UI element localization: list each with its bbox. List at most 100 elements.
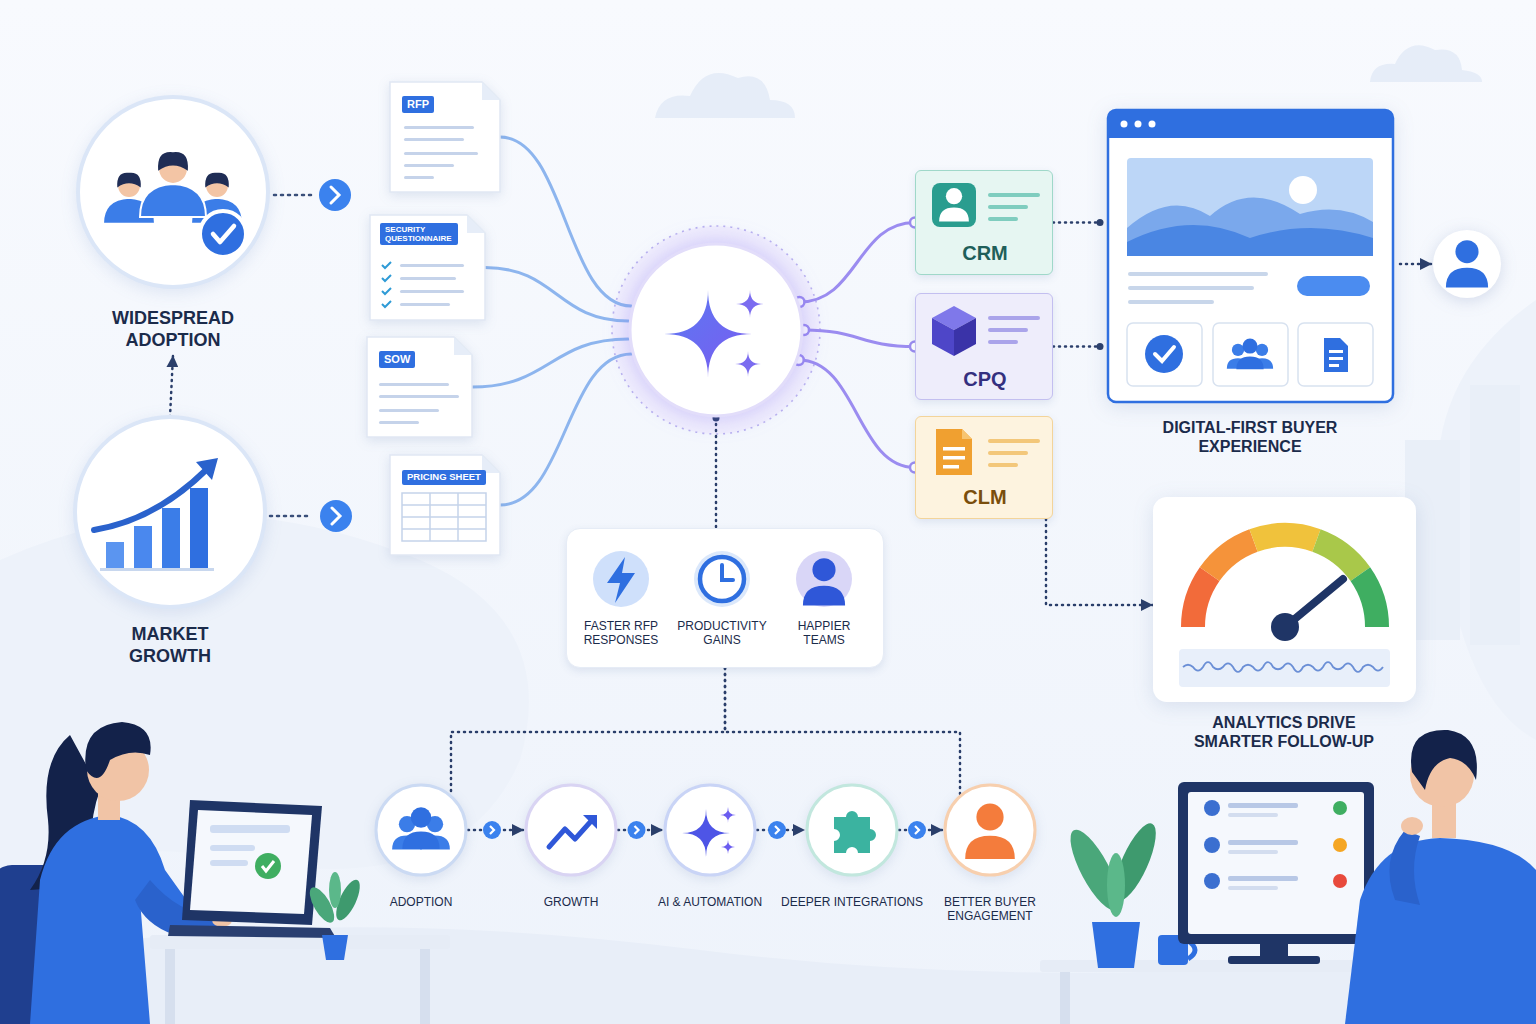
text-slot: MARKET GROWTH — [95, 624, 245, 667]
connector — [715, 418, 718, 528]
rfp-icon — [404, 164, 454, 167]
browser-icon — [1329, 364, 1339, 367]
sow-icon — [379, 421, 419, 424]
growth-icon — [491, 783, 651, 933]
flow-pointer — [332, 508, 340, 524]
woman-at-laptop — [262, 861, 274, 871]
chart-icon — [162, 508, 180, 568]
gauge-icon — [1254, 535, 1317, 541]
connector — [1046, 519, 1153, 605]
man-at-monitor — [1204, 800, 1220, 816]
sec-icon — [382, 288, 391, 294]
browser-icon — [1155, 347, 1174, 361]
sow-icon — [379, 409, 439, 412]
ai-icon — [720, 807, 736, 823]
man-at-monitor — [1228, 956, 1320, 964]
man-at-monitor — [1228, 840, 1298, 845]
adopt-icon — [411, 807, 431, 827]
text-slot: RFP — [402, 94, 482, 113]
cpq-icon — [988, 316, 1040, 320]
gauge-icon — [1183, 662, 1383, 672]
clm-icon — [962, 429, 972, 439]
connector — [170, 355, 173, 417]
document-tag: SECURITY QUESTIONNAIRE — [380, 223, 458, 245]
hub-icon — [664, 290, 752, 378]
man-at-monitor — [1401, 817, 1423, 835]
browser-icon — [1100, 110, 1400, 465]
text-slot: CPQ — [916, 367, 1054, 391]
browser-icon — [1236, 356, 1263, 369]
hub-ring — [612, 226, 820, 434]
user-icon — [1432, 229, 1502, 299]
connector — [799, 360, 915, 468]
woman-at-laptop — [329, 872, 341, 908]
document-card: PRICING SHEET — [390, 455, 500, 555]
node-label: GROWTH — [491, 895, 651, 909]
node-label: CLM — [916, 485, 1054, 509]
price-icon — [402, 516, 486, 518]
system-card: CRM — [915, 170, 1053, 275]
panel-icon — [722, 565, 733, 580]
browser-icon — [1128, 300, 1214, 304]
stage-circle: DEEPER INTEGRATIONS — [772, 783, 932, 933]
sec-icon — [400, 290, 464, 293]
user-icon — [1433, 230, 1501, 298]
text-slot: FASTER RFP RESPONSES — [576, 619, 666, 648]
connector — [485, 268, 628, 322]
node-label: ADOPTION — [341, 895, 501, 909]
rfp-icon — [404, 138, 464, 141]
panel-icon — [700, 557, 744, 601]
woman-at-laptop — [210, 825, 290, 833]
text-slot: WIDESPREAD ADOPTION — [98, 308, 248, 351]
rfp-icon — [404, 176, 434, 179]
sec-icon — [370, 215, 485, 320]
node-label: PRODUCTIVITY GAINS — [672, 619, 772, 648]
man-at-monitor — [1228, 813, 1278, 817]
flow-chevron — [908, 821, 926, 839]
text-slot: GROWTH — [491, 895, 651, 909]
document-card: SECURITY QUESTIONNAIRE — [370, 215, 485, 320]
cpq-icon — [932, 318, 954, 356]
buyer-avatar — [1432, 229, 1502, 299]
panel-icon — [607, 557, 635, 603]
clm-icon — [943, 447, 965, 451]
woman-at-laptop — [255, 853, 281, 879]
clm-icon — [943, 465, 959, 469]
sec-icon — [382, 301, 391, 307]
gauge-icon — [1210, 541, 1254, 575]
node-label: BETTER BUYER ENGAGEMENT — [935, 895, 1045, 924]
user-icon — [1455, 240, 1478, 263]
chart-icon — [134, 526, 152, 568]
text-slot: DIGITAL-FIRST BUYER EXPERIENCE — [1150, 418, 1350, 456]
flow-chevron — [908, 821, 926, 839]
text-slot: CRM — [916, 241, 1054, 265]
woman-at-laptop — [210, 860, 248, 866]
gauge-icon — [1360, 574, 1377, 627]
connector — [1400, 263, 1432, 266]
puzzle-icon — [772, 783, 932, 933]
ai-icon — [665, 785, 755, 875]
price-icon — [390, 455, 500, 555]
cloud — [1370, 45, 1482, 82]
connector — [725, 668, 960, 794]
system-card: CLM — [915, 416, 1053, 519]
clm-icon — [988, 451, 1028, 455]
node-label: AI & AUTOMATION — [630, 895, 790, 909]
text-slot: SECURITY QUESTIONNAIRE — [380, 223, 458, 245]
node-label: MARKET GROWTH — [95, 624, 245, 667]
crm-icon — [988, 193, 1040, 197]
panel-icon — [796, 551, 852, 607]
crm-icon — [932, 183, 976, 227]
ai-icon — [721, 840, 735, 854]
man-at-monitor — [1092, 922, 1140, 968]
flow-pointer — [320, 500, 352, 532]
woman-at-laptop — [210, 845, 255, 851]
document-card: RFP — [390, 82, 500, 192]
growth-icon — [583, 815, 597, 829]
node-label: WIDESPREAD ADOPTION — [98, 308, 248, 351]
document-tag: PRICING SHEET — [402, 470, 486, 485]
man-at-monitor — [1411, 730, 1477, 790]
people-icon — [158, 152, 188, 171]
flow-chevron — [768, 821, 786, 839]
